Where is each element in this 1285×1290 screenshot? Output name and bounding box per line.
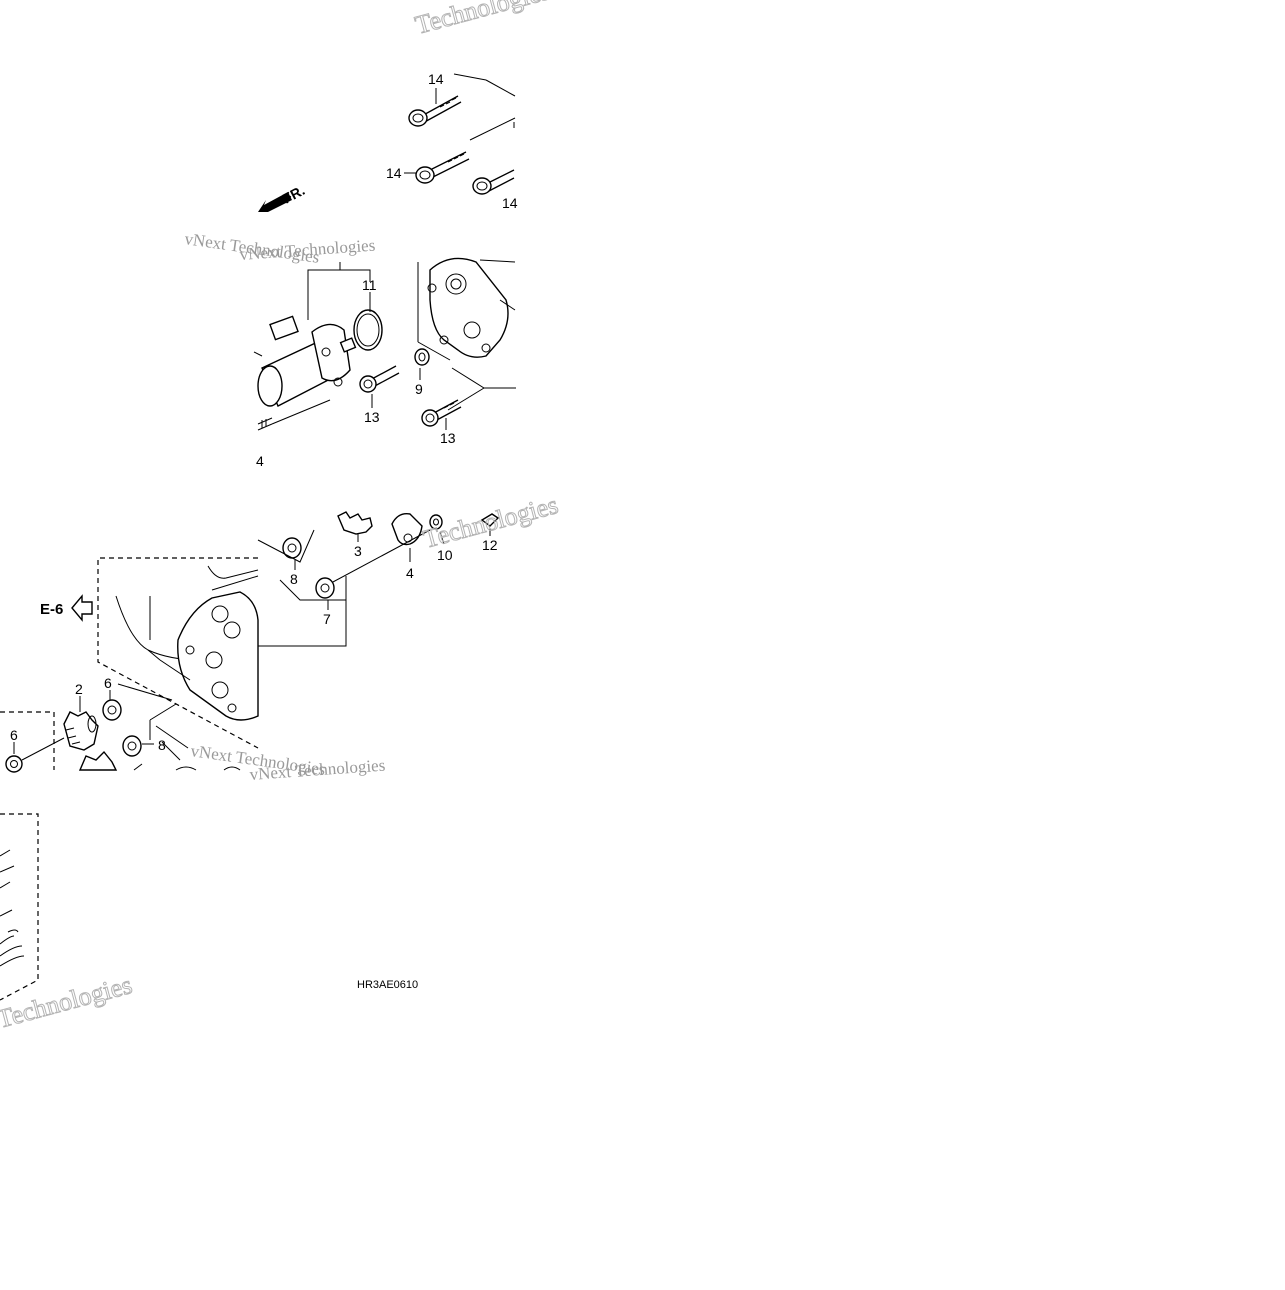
gear-case: [115, 565, 259, 721]
reference-arrow-icon: [71, 594, 93, 622]
callout-8: 8: [158, 737, 166, 753]
callout-4: 4: [406, 565, 414, 581]
shift-housing: [417, 257, 516, 361]
bolt-14-middle: [415, 151, 470, 184]
bolt-14-right: [472, 169, 515, 195]
washer-9: [414, 348, 430, 366]
bearing-7: [315, 577, 335, 599]
watermark: Technologies: [0, 970, 135, 1034]
washer-10: [429, 514, 443, 530]
callout-14: 14: [502, 195, 518, 211]
callout-13: 13: [440, 430, 456, 446]
bearing-8-lower: [122, 735, 142, 757]
gear-2: [63, 711, 99, 751]
callout-8: 8: [290, 571, 298, 587]
bolt-13-left: [359, 365, 400, 393]
bearing-6-upper: [102, 699, 122, 721]
callout-6: 6: [10, 727, 18, 743]
callout-6: 6: [104, 675, 112, 691]
callout-10: 10: [437, 547, 453, 563]
assembly-boundary: [97, 557, 259, 749]
shift-arm-4: [391, 513, 423, 562]
bottom-left-panel: [0, 849, 25, 967]
lower-panel: [0, 511, 500, 1001]
middle-panel: [253, 257, 516, 431]
pin-12: [480, 513, 500, 527]
callout-14: 14: [428, 71, 444, 87]
callout-14: 14: [386, 165, 402, 181]
callout-2: 2: [75, 681, 83, 697]
gear-3: [337, 511, 373, 542]
bearing-6-left: [5, 755, 23, 773]
watermark: Technologies: [412, 0, 553, 40]
shift-motor: [253, 315, 357, 407]
callout-9: 9: [415, 381, 423, 397]
front-direction-arrow-icon: [258, 192, 292, 212]
drawing-code: HR3AE0610: [357, 979, 418, 991]
bolt-13-right: [421, 399, 462, 427]
o-ring-11: [353, 309, 383, 351]
callout-12: 12: [482, 537, 498, 553]
upper-panel: [258, 73, 516, 212]
callout-7: 7: [323, 611, 331, 627]
callout-3: 3: [354, 543, 362, 559]
bolt-14-upper: [408, 95, 462, 127]
callout-4: 4: [256, 453, 264, 469]
callout-13: 13: [364, 409, 380, 425]
reference-label: E-6: [40, 601, 63, 618]
callout-11: 11: [362, 277, 377, 293]
